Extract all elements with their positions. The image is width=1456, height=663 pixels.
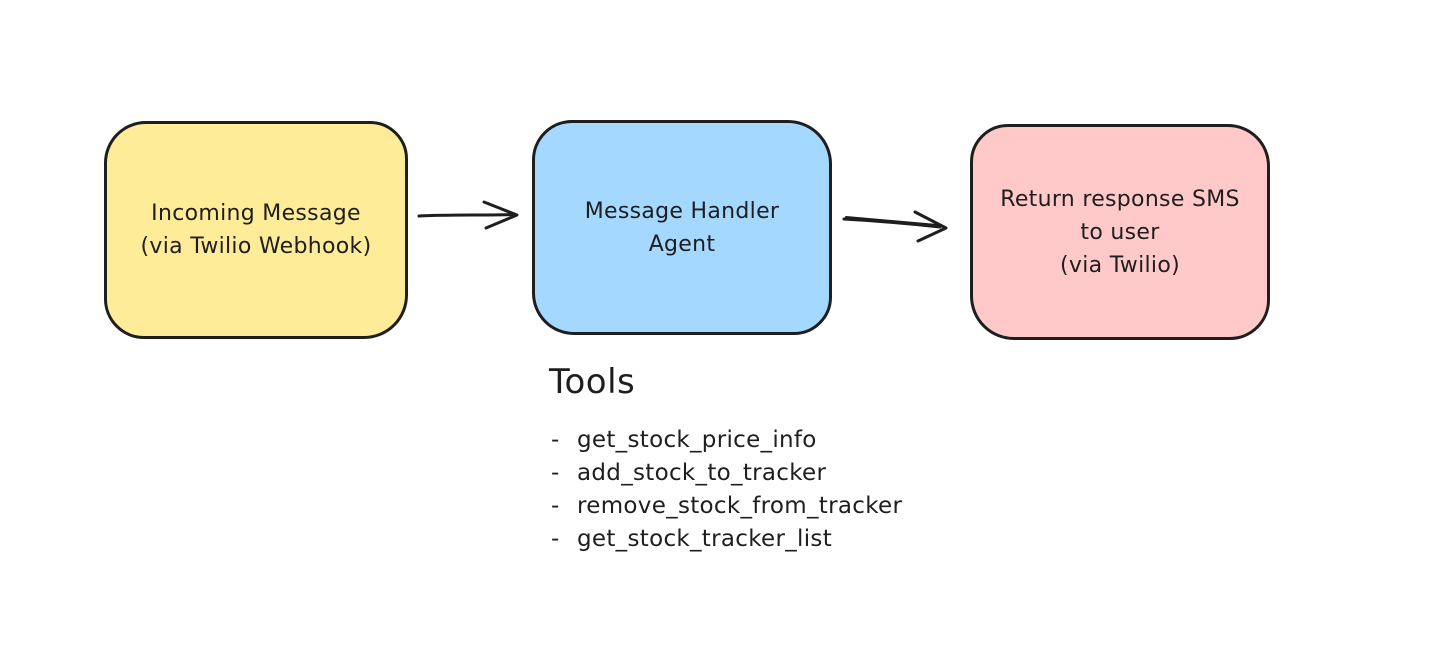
node-label-line: Incoming Message — [151, 201, 361, 226]
node-label-line: Message Handler — [584, 198, 780, 224]
flow-arrow-1 — [417, 200, 519, 230]
node-label-line: to user — [1080, 219, 1160, 245]
tool-list-item: - add_stock_to_tracker — [551, 457, 902, 490]
tool-name: add_stock_to_tracker — [577, 460, 827, 486]
list-bullet: - — [551, 526, 560, 552]
node-message-handler-agent: Message Handler Agent — [532, 120, 832, 335]
tools-heading: Tools — [549, 362, 636, 402]
node-label-line: (via Twilio) — [1060, 252, 1180, 278]
tool-list-item: - get_stock_tracker_list — [551, 523, 902, 556]
flow-arrow-2 — [842, 210, 948, 243]
node-label-line: Agent — [648, 231, 716, 257]
list-bullet: - — [551, 460, 560, 486]
node-label-line: Return response SMS — [1000, 186, 1240, 212]
tool-list-item: - get_stock_price_info — [551, 424, 902, 457]
node-return-response-sms: Return response SMS to user (via Twilio) — [970, 124, 1270, 340]
tool-name: get_stock_tracker_list — [577, 526, 833, 552]
list-bullet: - — [551, 493, 560, 519]
tool-name: get_stock_price_info — [577, 427, 817, 453]
tool-name: remove_stock_from_tracker — [577, 493, 903, 519]
node-incoming-message: Incoming Message (via Twilio Webhook) — [104, 121, 408, 339]
list-bullet: - — [551, 427, 560, 453]
node-label-line: (via Twilio Webhook) — [140, 234, 372, 259]
tool-list-item: - remove_stock_from_tracker — [551, 490, 902, 523]
tools-list: - get_stock_price_info - add_stock_to_tr… — [551, 424, 902, 556]
